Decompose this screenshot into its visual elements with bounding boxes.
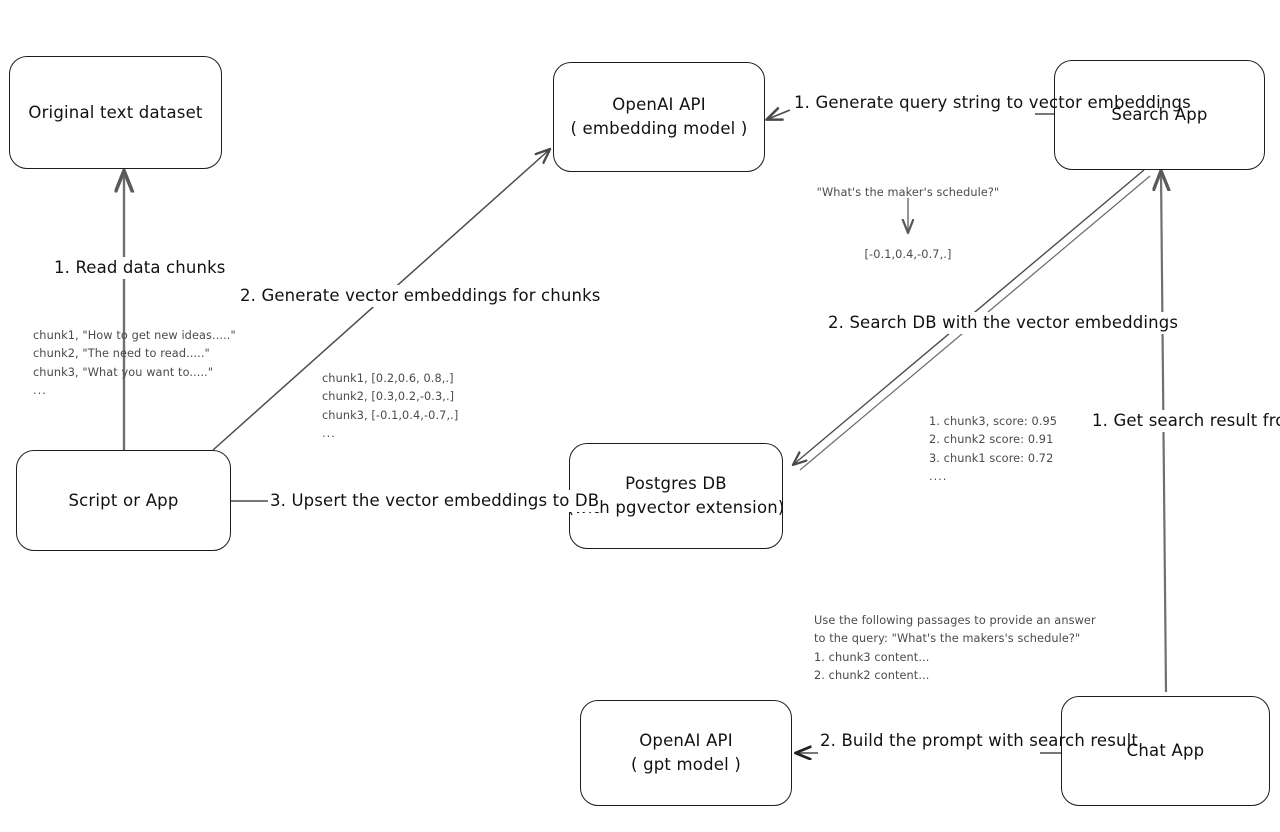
node-label: Original text dataset	[28, 102, 203, 122]
edge-label-get-search-result: 1. Get search result from the search app	[1092, 410, 1280, 433]
edge-label-read-data-chunks: 1. Read data chunks	[54, 257, 226, 280]
node-script-or-app[interactable]: Script or App	[16, 450, 231, 551]
node-label: Chat App	[1126, 741, 1205, 761]
node-search-app[interactable]: Search App	[1054, 60, 1265, 170]
edge-label-upsert-to-db: 3. Upsert the vector embeddings to DB	[270, 490, 600, 513]
note-chunks-sample: chunk1, "How to get new ideas....." chun…	[33, 329, 236, 397]
note-prompt-sample: Use the following passages to provide an…	[814, 614, 1096, 682]
node-label-line1: OpenAI API	[612, 95, 706, 115]
edge-label-generate-vector-embeddings: 2. Generate vector embeddings for chunks	[240, 285, 601, 308]
note-chunk-embeddings: chunk1, [0.2,0.6, 0.8,.] chunk2, [0.3,0.…	[322, 372, 459, 440]
node-label-line2: (with pgvector extension)	[567, 498, 785, 517]
node-openai-api-gpt-model[interactable]: OpenAI API ( gpt model )	[580, 700, 792, 806]
node-label-line2: ( gpt model )	[630, 755, 741, 774]
node-label-line2: ( embedding model )	[570, 119, 748, 138]
note-query-string: "What's the maker's schedule?"	[816, 186, 1000, 199]
edge-label-build-prompt: 2. Build the prompt with search result	[820, 730, 1138, 753]
edge-label-generate-query-string: 1. Generate query string to vector embed…	[794, 92, 1191, 115]
note-search-results: 1. chunk3, score: 0.95 2. chunk2 score: …	[929, 415, 1058, 483]
node-postgres-db[interactable]: Postgres DB (with pgvector extension)	[567, 443, 785, 549]
node-label: Search App	[1111, 105, 1208, 125]
node-openai-api-embedding-model[interactable]: OpenAI API ( embedding model )	[553, 62, 765, 172]
node-chat-app[interactable]: Chat App	[1061, 696, 1270, 806]
node-original-text-dataset[interactable]: Original text dataset	[9, 56, 222, 169]
note-query-embedding: [-0.1,0.4,-0.7,.]	[864, 248, 952, 261]
edge-label-search-db: 2. Search DB with the vector embeddings	[828, 312, 1179, 335]
node-label-line1: OpenAI API	[639, 731, 733, 751]
node-label: Script or App	[68, 490, 179, 510]
node-label-line1: Postgres DB	[625, 474, 727, 494]
